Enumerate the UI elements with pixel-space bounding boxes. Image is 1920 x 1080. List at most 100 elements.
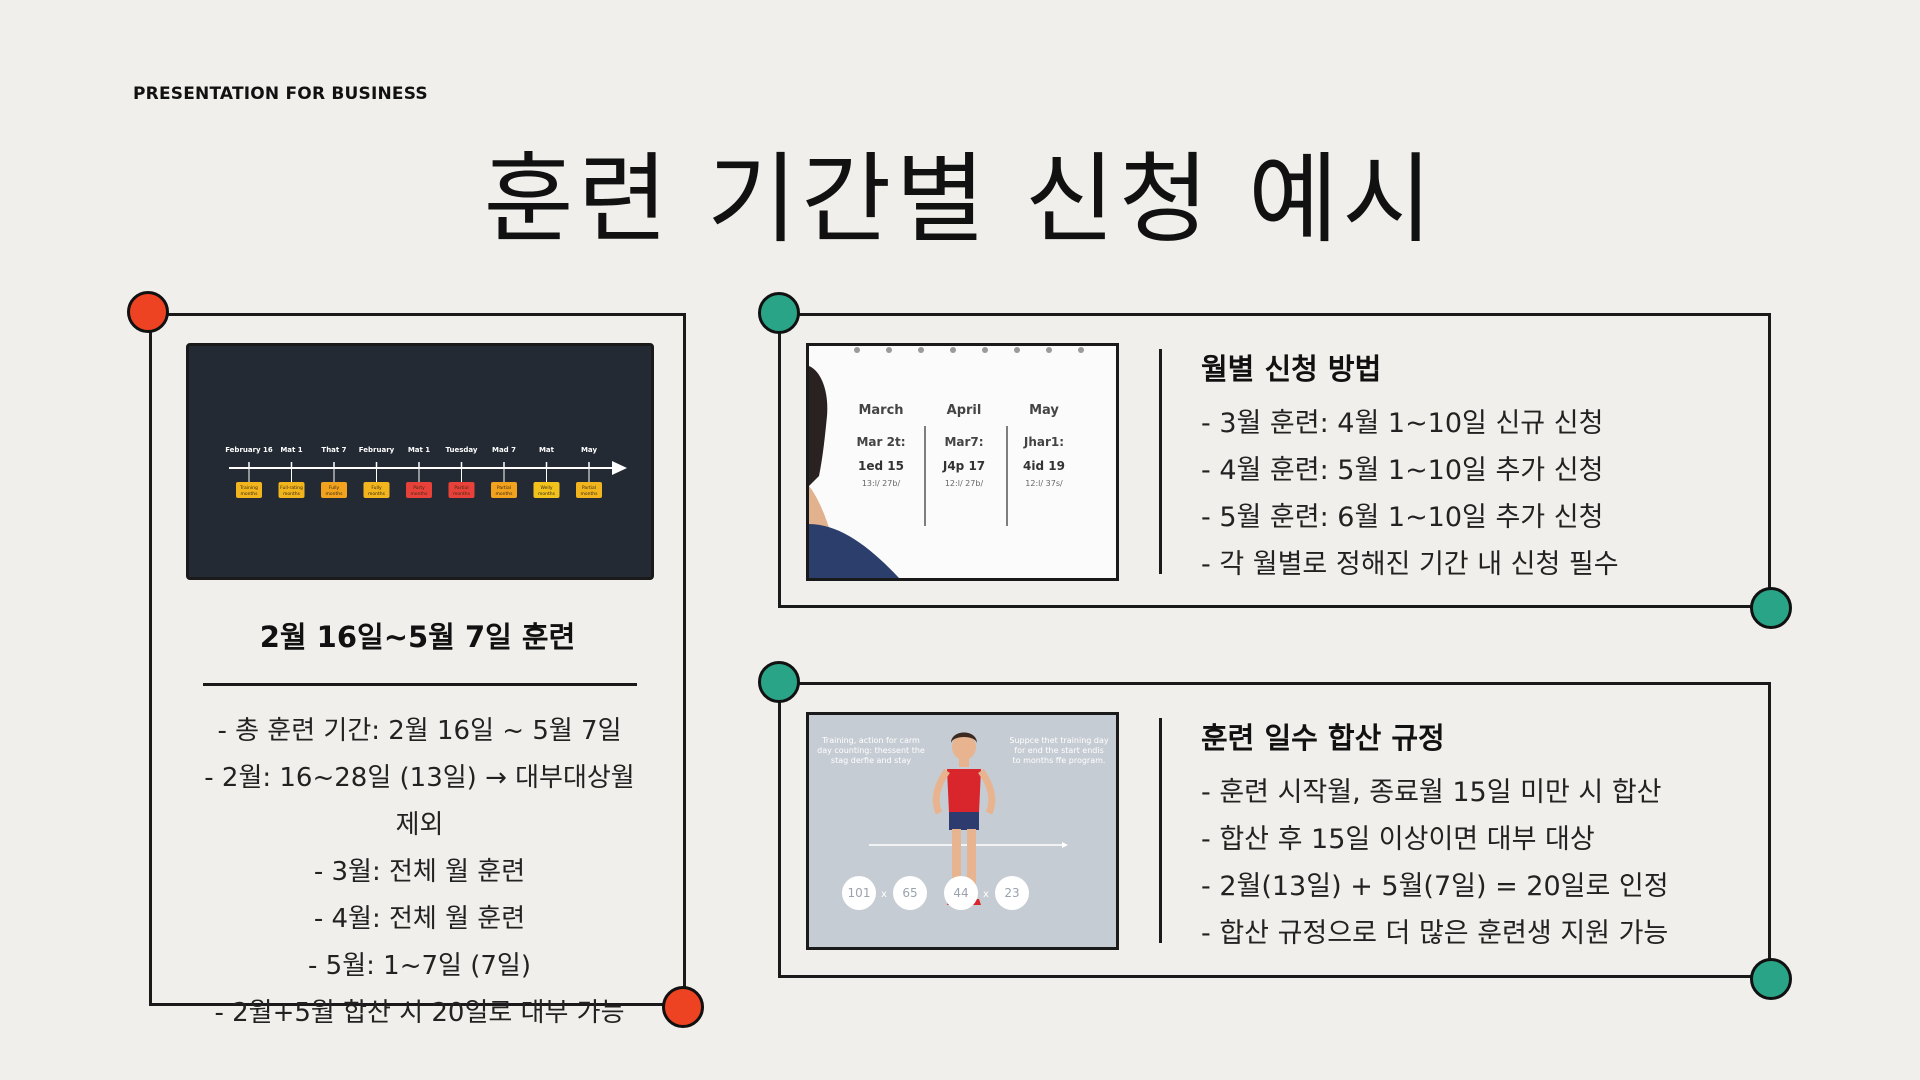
card-training-period: February 16 Mat 1 That 7 February Mat 1 Tuesd… <box>149 313 686 1028</box>
timeline-tag-text: months <box>453 491 471 497</box>
training-heading: 2월 16일~5월 7일 훈련 <box>259 620 576 654</box>
rules-list: - 훈련 시작월, 종료월 15일 미만 시 합산 - 합산 후 15일 이상이… <box>1201 769 1669 957</box>
eyebrow-label: PRESENTATION FOR BUSINESS <box>133 84 428 104</box>
calendar-line: 4id 19 <box>1023 459 1065 473</box>
timeline-tag <box>576 482 602 498</box>
list-item: - 3월: 전체 월 훈련 <box>313 857 526 887</box>
timeline-tag <box>406 482 432 498</box>
list-item: - 합산 규정으로 더 많은 훈련생 지원 가능 <box>1201 918 1669 949</box>
calendar-line: 13:l/ 27b/ <box>862 479 901 488</box>
figure-caption: Training, action for carm <box>821 736 920 745</box>
list-item: - 5월 훈련: 6월 1~10일 추가 신청 <box>1201 502 1604 533</box>
operator: x <box>983 889 989 900</box>
timeline-label: That 7 <box>321 446 346 454</box>
divider <box>203 683 637 686</box>
timeline-tag-text: months <box>326 491 344 497</box>
number-badge <box>893 876 927 910</box>
list-item: 제외 <box>395 810 444 840</box>
figure-caption: stag derfie and stay <box>831 756 911 765</box>
timeline-tag <box>278 482 305 498</box>
timeline-tag-text: Fully <box>329 485 340 491</box>
timeline-tag-text: Welly <box>540 485 552 491</box>
timeline-tag-text: Full-rating <box>280 485 303 491</box>
timeline-label: February <box>359 446 395 454</box>
number-badge <box>995 876 1029 910</box>
calendar-line: Mar 2t: <box>856 435 905 449</box>
training-details-list: - 총 훈련 기간: 2월 16일 ~ 5월 7일 - 2월: 16~28일 (… <box>182 708 657 1037</box>
list-item: - 총 훈련 기간: 2월 16일 ~ 5월 7일 <box>217 716 622 746</box>
timeline-tag-text: Fully <box>371 485 382 491</box>
calendar-line: Jhar1: <box>1023 435 1064 449</box>
timeline-tag <box>533 482 560 498</box>
number-badge <box>842 876 876 910</box>
monthly-heading: 월별 신청 방법 <box>1201 352 1382 386</box>
decorative-dot <box>127 291 169 333</box>
list-item: - 합산 후 15일 이상이면 대부 대상 <box>1201 824 1595 855</box>
decorative-dot <box>1750 958 1792 1000</box>
figure-caption: day counting: thessent the <box>817 746 925 755</box>
list-item: - 훈련 시작월, 종료월 15일 미만 시 합산 <box>1201 777 1662 808</box>
timeline-label: Mat 1 <box>280 446 302 454</box>
calendar-month: March <box>858 403 903 418</box>
figure-caption: to months ffe program. <box>1013 756 1106 765</box>
timeline-tag-text: Partial <box>497 485 511 491</box>
timeline-label: Tuesday <box>446 446 478 454</box>
list-item: - 2월(13일) + 5월(7일) = 20일로 인정 <box>1201 871 1669 902</box>
list-item: - 4월 훈련: 5월 1~10일 추가 신청 <box>1201 455 1604 486</box>
figure-caption: Suppce thet training day <box>1009 736 1108 745</box>
decorative-dot <box>758 292 800 334</box>
calendar-line: 1ed 15 <box>858 459 904 473</box>
operator: x <box>881 889 887 900</box>
number-value: 23 <box>1004 886 1019 900</box>
timeline-tag <box>363 482 390 498</box>
list-item: - 3월 훈련: 4월 1~10일 신규 신청 <box>1201 408 1604 439</box>
timeline-tag-text: Training <box>239 485 258 491</box>
decorative-dot <box>758 661 800 703</box>
number-value: 101 <box>848 886 871 900</box>
timeline-tag <box>321 482 347 498</box>
timeline-tag-text: months <box>241 491 259 497</box>
timeline-tag-text: Partial <box>454 485 468 491</box>
timeline-tag-text: Party <box>413 485 425 491</box>
decorative-dot <box>662 986 704 1028</box>
timeline-tag <box>236 482 262 498</box>
number-value: 44 <box>953 886 968 900</box>
number-value: 65 <box>902 886 917 900</box>
divider <box>1159 718 1162 943</box>
timeline-tag-text: months <box>368 491 386 497</box>
calendar-month: April <box>947 403 982 418</box>
timeline-label: Mad 7 <box>492 446 516 454</box>
rules-heading: 훈련 일수 합산 규정 <box>1201 721 1445 755</box>
timeline-tag-text: months <box>496 491 514 497</box>
calendar-month: May <box>1029 403 1059 418</box>
decorative-dot <box>1750 587 1792 629</box>
timeline-image: February 16 Mat 1 That 7 February Mat 1 Tuesd… <box>186 343 654 580</box>
timeline-tag-text: months <box>538 491 556 497</box>
timeline-tag-text: months <box>581 491 599 497</box>
timeline-tag-text: months <box>411 491 429 497</box>
list-item: - 2월: 16~28일 (13일) → 대부대상월 <box>204 763 635 793</box>
timeline-label: May <box>581 446 597 454</box>
timeline-tag-text: months <box>283 491 301 497</box>
monthly-list: - 3월 훈련: 4월 1~10일 신규 신청 - 4월 훈련: 5월 1~10… <box>1201 400 1619 588</box>
timeline-tag <box>448 482 475 498</box>
timeline-label: Mat 1 <box>408 446 430 454</box>
timeline-tag <box>491 482 517 498</box>
list-item: - 2월+5월 합산 시 20일로 대부 가능 <box>214 998 625 1028</box>
divider <box>1159 349 1162 574</box>
calendar-line: Mar7: <box>944 435 983 449</box>
calendar-line: 12:l/ 27b/ <box>945 479 984 488</box>
calendar-line: 12:l/ 37s/ <box>1025 479 1063 488</box>
calendar-line: J4p 17 <box>942 459 985 473</box>
figure-caption: for end the start endis <box>1014 746 1103 755</box>
timeline-label: February 16 <box>225 446 273 454</box>
number-badge <box>944 876 978 910</box>
list-item: - 5월: 1~7일 (7일) <box>308 951 531 981</box>
page-title: 훈련 기간별 신청 예시 <box>483 143 1437 257</box>
timeline-label: Mat <box>539 446 555 454</box>
timeline-tag-text: Partial <box>582 485 596 491</box>
